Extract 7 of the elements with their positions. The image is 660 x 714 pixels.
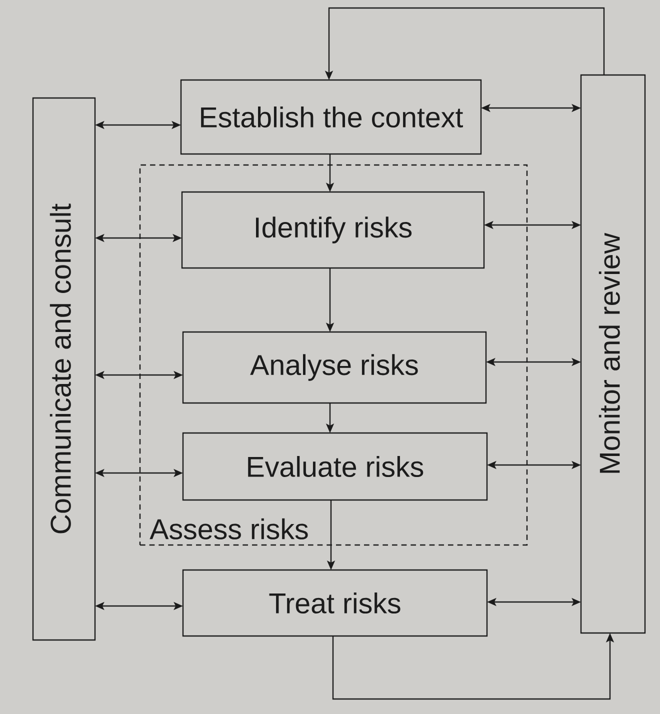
process-box: Identify risks <box>181 191 485 269</box>
process-box: Evaluate risks <box>182 432 488 501</box>
process-box: Treat risks <box>182 569 488 637</box>
vertical-process-box: Monitor and review <box>580 74 646 634</box>
process-box: Analyse risks <box>182 331 487 404</box>
vertical-process-box: Communicate and consult <box>32 97 96 641</box>
process-box: Establish the context <box>180 79 482 155</box>
